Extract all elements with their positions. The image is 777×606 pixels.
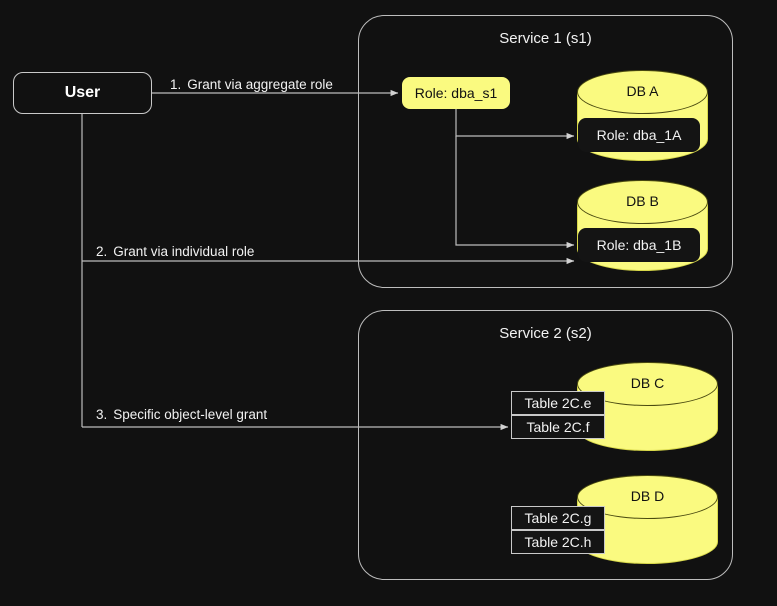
table-2cf-label: Table 2C.f [526, 419, 590, 435]
service-1-container: Service 1 (s1) [358, 15, 733, 288]
edge-1-label: 1. Grant via aggregate role [170, 77, 333, 92]
edge-2-label: 2. Grant via individual role [96, 244, 254, 259]
user-node-label: User [64, 84, 101, 101]
edge-2-text: Grant via individual role [113, 244, 255, 259]
table-2ch-box[interactable]: Table 2C.h [511, 530, 605, 554]
edge-3-text: Specific object-level grant [113, 407, 268, 422]
db-b-label: DB B [626, 193, 659, 209]
db-c-label: DB C [630, 375, 665, 391]
role-dba-s1-node[interactable]: Role: dba_s1 [402, 77, 510, 109]
table-2ce-label: Table 2C.e [524, 395, 592, 411]
edge-s1-to-dba1B [455, 136, 575, 249]
db-a-inner-role[interactable]: Role: dba_1A [578, 118, 700, 152]
role-dba-s1-label: Role: dba_s1 [414, 85, 498, 101]
edge-1-number: 1. [170, 77, 182, 92]
table-2ce-box[interactable]: Table 2C.e [511, 391, 605, 415]
db-d-label: DB D [630, 488, 665, 504]
edge-3-number: 3. [96, 407, 108, 422]
service-2-container: Service 2 (s2) [358, 310, 733, 580]
table-2ch-label: Table 2C.h [524, 534, 592, 550]
db-b-inner-role[interactable]: Role: dba_1B [578, 228, 700, 262]
db-a-label: DB A [626, 83, 659, 99]
table-2cf-box[interactable]: Table 2C.f [511, 415, 605, 439]
table-2cg-box[interactable]: Table 2C.g [511, 506, 605, 530]
db-b-top-ellipse [577, 180, 708, 224]
db-a-node[interactable]: DB A Role: dba_1A [577, 70, 708, 162]
edge-2-number: 2. [96, 244, 108, 259]
edge-3-label: 3. Specific object-level grant [96, 407, 267, 422]
edge-1-text: Grant via aggregate role [187, 77, 333, 92]
db-b-node[interactable]: DB B Role: dba_1B [577, 180, 708, 272]
table-2cg-label: Table 2C.g [524, 510, 592, 526]
db-b-inner-role-label: Role: dba_1B [596, 237, 682, 253]
service-2-title: Service 2 (s2) [499, 325, 592, 342]
db-a-top-ellipse [577, 70, 708, 114]
db-a-inner-role-label: Role: dba_1A [596, 127, 682, 143]
user-node[interactable]: User [13, 72, 152, 114]
service-1-title: Service 1 (s1) [499, 30, 592, 47]
